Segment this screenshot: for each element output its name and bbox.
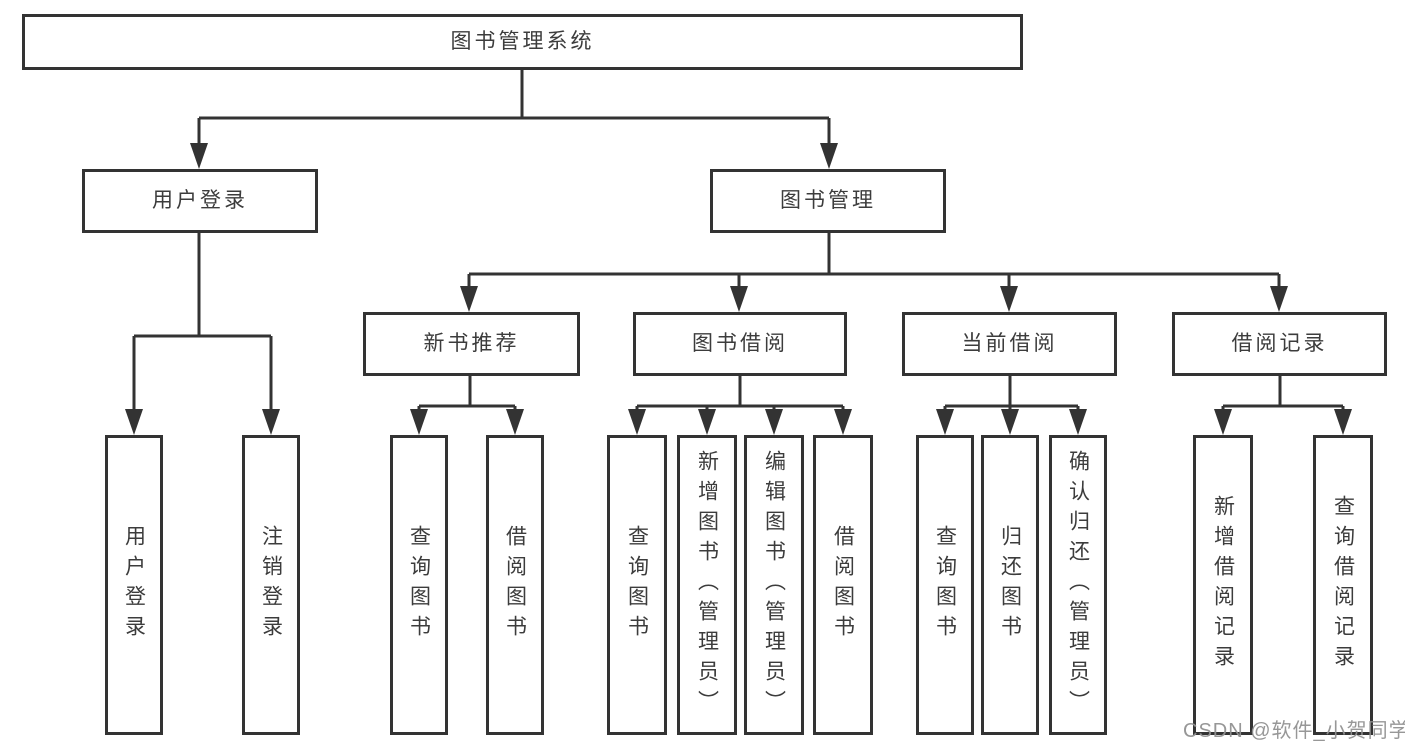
- node-book-borrow-label: 图书借阅: [692, 332, 788, 356]
- leaf-user-login-label: 用户登录: [122, 525, 146, 645]
- leaf-return-books-label: 归还图书: [998, 525, 1022, 645]
- leaf-query-borrow-record-label: 查询借阅记录: [1331, 495, 1355, 675]
- leaf-query-books-recommend-label: 查询图书: [407, 525, 431, 645]
- node-book-management-label: 图书管理: [780, 189, 876, 213]
- node-library-management-system-label: 图书管理系统: [450, 30, 595, 54]
- node-library-management-system: 图书管理系统: [22, 14, 1023, 70]
- leaf-query-books-borrow: 查询图书: [607, 435, 667, 735]
- node-book-management: 图书管理: [710, 169, 946, 233]
- node-book-borrow: 图书借阅: [633, 312, 847, 376]
- leaf-borrow-books-recommend-label: 借阅图书: [503, 525, 527, 645]
- node-current-borrow: 当前借阅: [902, 312, 1117, 376]
- leaf-borrow-books-recommend: 借阅图书: [486, 435, 544, 735]
- leaf-query-books-current-label: 查询图书: [933, 525, 957, 645]
- node-new-book-recommend: 新书推荐: [363, 312, 580, 376]
- node-user-login: 用户登录: [82, 169, 318, 233]
- leaf-logout-label: 注销登录: [259, 525, 283, 645]
- leaf-query-books-recommend: 查询图书: [390, 435, 448, 735]
- node-new-book-recommend-label: 新书推荐: [423, 332, 520, 356]
- leaf-add-borrow-record-label: 新增借阅记录: [1211, 495, 1235, 675]
- leaf-query-borrow-record: 查询借阅记录: [1313, 435, 1373, 735]
- leaf-confirm-return-admin-label: 确认归还（管理员）: [1066, 450, 1090, 720]
- leaf-query-books-borrow-label: 查询图书: [625, 525, 649, 645]
- leaf-add-borrow-record: 新增借阅记录: [1193, 435, 1253, 735]
- leaf-edit-books-admin: 编辑图书（管理员）: [744, 435, 804, 735]
- node-user-login-label: 用户登录: [152, 189, 248, 213]
- node-current-borrow-label: 当前借阅: [961, 332, 1058, 356]
- node-borrow-records-label: 借阅记录: [1231, 332, 1328, 356]
- leaf-add-books-admin-label: 新增图书（管理员）: [695, 450, 719, 720]
- node-borrow-records: 借阅记录: [1172, 312, 1387, 376]
- leaf-query-books-current: 查询图书: [916, 435, 974, 735]
- leaf-logout: 注销登录: [242, 435, 300, 735]
- leaf-borrow-books-label: 借阅图书: [831, 525, 855, 645]
- leaf-add-books-admin: 新增图书（管理员）: [677, 435, 737, 735]
- leaf-confirm-return-admin: 确认归还（管理员）: [1049, 435, 1107, 735]
- leaf-borrow-books: 借阅图书: [813, 435, 873, 735]
- watermark: CSDN @软件_小贺同学: [1183, 720, 1405, 742]
- leaf-return-books: 归还图书: [981, 435, 1039, 735]
- leaf-user-login: 用户登录: [105, 435, 163, 735]
- leaf-edit-books-admin-label: 编辑图书（管理员）: [762, 450, 786, 720]
